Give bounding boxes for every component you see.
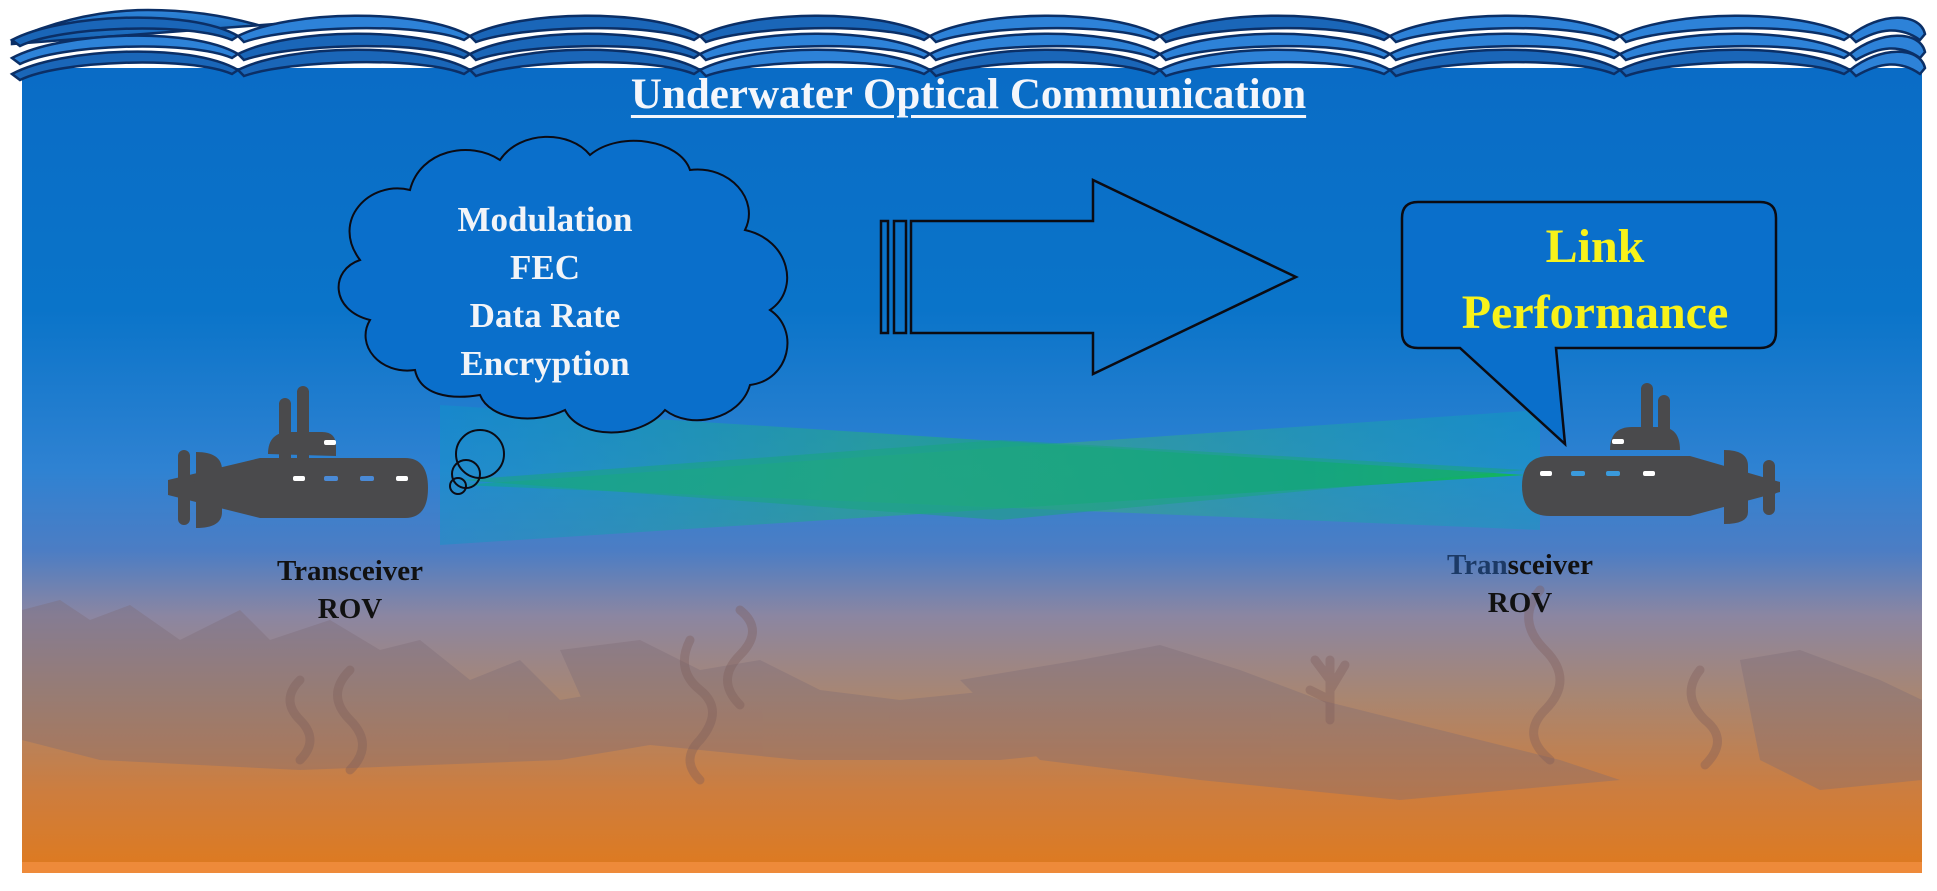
parameters-cloud (337, 135, 789, 495)
parameters-list: Modulation FEC Data Rate Encryption (400, 196, 690, 388)
right-label-dim-part: Tran (1446, 549, 1508, 581)
parameter-data-rate: Data Rate (469, 296, 621, 335)
bubble-line-1: Link (1545, 220, 1645, 273)
seaweed (285, 585, 1722, 785)
right-label-line-2: ROV (1487, 587, 1553, 619)
parameter-encryption: Encryption (460, 344, 630, 383)
left-submarine-icon (168, 386, 428, 528)
parameter-modulation: Modulation (457, 200, 633, 239)
bubble-line-2: Performance (1461, 286, 1729, 339)
left-transceiver-label: Transceiver ROV (230, 552, 470, 628)
parameter-fec: FEC (510, 248, 580, 287)
surface-waves-rows (9, 14, 1927, 82)
right-submarine-windows (1540, 439, 1655, 476)
link-performance-bubble (1400, 200, 1778, 448)
seabed-edge (22, 862, 1922, 873)
right-submarine-icon (1522, 383, 1780, 524)
right-label-line-1: Transceiver (1400, 546, 1640, 584)
left-label-line-1: Transceiver (276, 555, 424, 587)
link-performance-text: Link Performance (1395, 214, 1795, 346)
right-arrow-icon (879, 178, 1299, 376)
diagram-title: Underwater Optical Communication (630, 71, 1307, 118)
right-transceiver-label: Transceiver ROV (1400, 546, 1640, 622)
seabed-rocks (22, 600, 1922, 800)
left-label-line-2: ROV (317, 593, 383, 625)
right-label-rest-part: sceiver (1507, 549, 1594, 581)
optical-link-beam (440, 405, 1540, 545)
left-submarine-windows (293, 440, 408, 481)
